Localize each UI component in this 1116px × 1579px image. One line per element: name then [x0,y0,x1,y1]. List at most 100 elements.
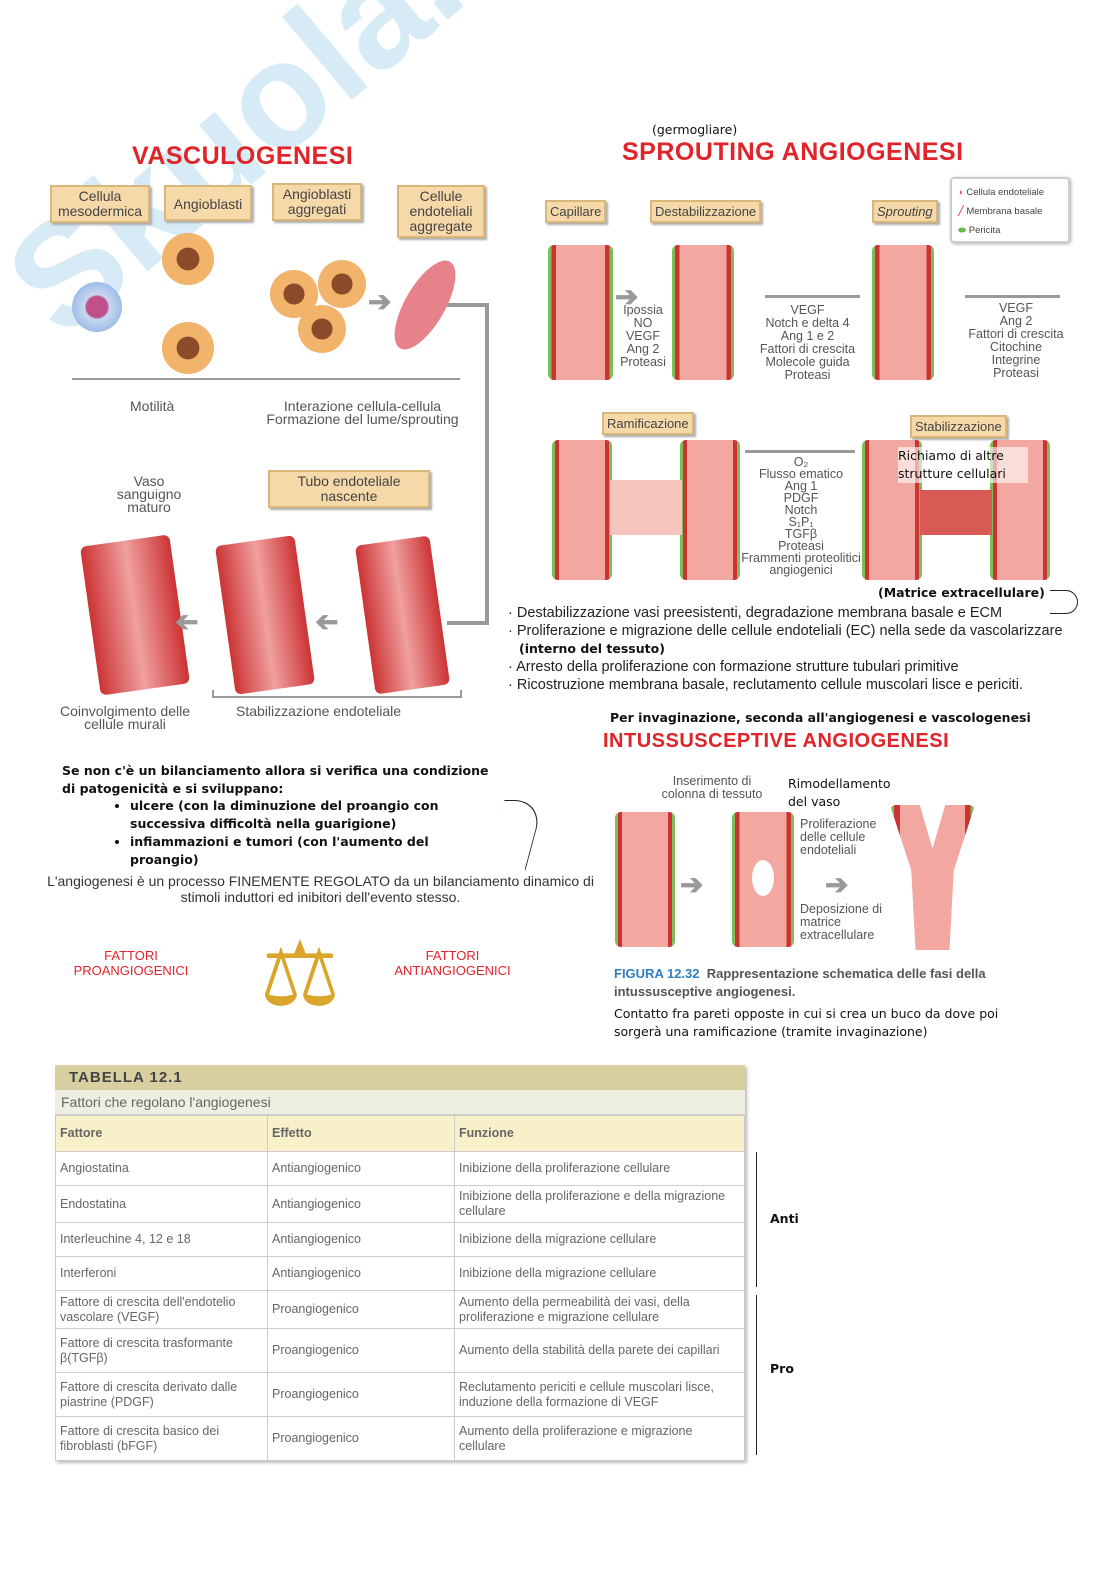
stage-label: Ramificazione [602,412,694,435]
factor: Proteasi [784,368,831,382]
column-header: Effetto [267,1115,455,1152]
factor: VEGF [998,301,1034,315]
membrane-icon: ╱ [958,206,967,217]
factor: TGFβ [784,527,818,541]
stage-label: Angioblasti [164,185,252,221]
cell: Interferoni [55,1256,268,1291]
ecm-note: (Matrice extracellulare) [878,585,1045,600]
cell: Proangiogenico [267,1372,455,1417]
split-vessel [890,805,975,950]
proliferation-label: Proliferazione delle cellule endoteliali [800,817,877,857]
arrow-icon: ➔ [680,869,704,900]
cell: Aumento della permeabilità dei vasi, del… [454,1290,745,1329]
stabilized-vessel [214,535,316,695]
legend-item: ◗ Cellula endoteliale [958,183,1062,202]
bracket-line [212,690,462,698]
factor: Ipossia [623,303,663,317]
factor: Notch [784,503,818,517]
factor: Ang 1 e 2 [780,329,835,343]
interaction-text: Interazione cellula-cellula [283,398,442,414]
cell: Fattore di crescita dell'endotelio vasco… [55,1290,268,1329]
mural-label: Coinvolgimento delle cellule murali [60,703,190,732]
nascent-vessel [354,535,451,695]
factor: Molecole guida [765,355,850,369]
factor: Ang 2 [999,314,1033,328]
column-header: Funzione [454,1115,745,1152]
factor: Proteasi [778,539,824,553]
cell: Proangiogenico [267,1328,455,1373]
stage-label: Destabilizzazione [650,200,762,223]
caption-text: Rappresentazione schematica delle fasi d… [614,966,986,999]
factor: Fattori di crescita [968,327,1064,341]
list-item: ulcere (con la diminuzione del proangio … [130,797,500,833]
stabilization-label: Stabilizzazione endoteliale [236,703,401,719]
figure-number: FIGURA 12.32 [614,966,700,981]
bullet-item: · Proliferazione e migrazione delle cell… [508,623,1063,656]
arrow-line [745,450,855,453]
cell: Angiostatina [55,1151,268,1186]
pro-label: Pro [770,1361,794,1376]
mesodermal-cell [72,282,122,332]
balance-scale-icon: ⚖ [259,925,341,1025]
stage-label: Stabilizzazione [910,415,1007,438]
connection-bridge [920,490,992,535]
factor: Citochine [989,340,1043,354]
nascent-tube-label: Tubo endoteliale nascente [268,470,430,508]
factor: Proteasi [993,366,1039,380]
stage-label: Angioblasti aggregati [272,183,362,221]
legend: ◗ Cellula endoteliale ╱ Membrana basale … [950,177,1070,243]
insert-label: Inserimento di colonna di tessuto [661,774,763,801]
imbalance-note: Se non c'è un bilanciamento allora si ve… [62,763,489,796]
bullet-item: · Destabilizzazione vasi preesistenti, d… [508,605,1003,621]
angioblast-cell [162,233,214,285]
sprouting-bullets: · Destabilizzazione vasi preesistenti, d… [508,604,1098,694]
factor: S₁P₁ [788,515,814,529]
capillary-vessel [548,245,613,380]
bullet-item: · Ricostruzione membrana basale, recluta… [508,677,1023,693]
invagination-note: Per invaginazione, seconda all'angiogene… [610,710,1031,725]
contact-note: Contatto fra pareti opposte in cui si cr… [614,1006,999,1039]
intus-vessel [615,812,675,947]
cell: Inibizione della migrazione cellulare [454,1222,745,1257]
recall-note: Richiamo di altre strutture cellulari [898,447,1028,483]
factor: VEGF [790,303,825,317]
cell: Reclutamento periciti e cellule muscolar… [454,1372,745,1417]
arrow-icon: ➔ [368,286,392,317]
factors-table: TABELLA 12.1 Fattori che regolano l'angi… [55,1065,745,1461]
factor: Integrine [991,353,1041,367]
vasculogenesi-title: VASCULOGENESI [132,142,354,170]
factor: NO [633,316,653,330]
bullet-text: Destabilizzazione vasi preesistenti, deg… [516,605,1003,621]
cell: Inibizione della proliferazione e della … [454,1185,745,1223]
legend-item: ⬬ Pericita [958,221,1062,240]
factor: Frammenti proteolitici angiogenici [741,551,861,577]
table-row: Fattore di crescita derivato dalle piast… [55,1372,745,1417]
arrow-icon: ➔ [825,869,849,900]
factor: Flusso ematico [758,467,844,481]
cell: Fattore di crescita derivato dalle piast… [55,1372,268,1417]
cell: Interleuchine 4, 12 e 18 [55,1222,268,1257]
tissue-column [752,860,774,896]
arrow-icon: ➔ [315,606,339,637]
legend-text: Pericita [968,225,1001,236]
figure-caption: FIGURA 12.32 Rappresentazione schematica… [614,965,994,1001]
branch-bridge [610,480,682,535]
bullet-text: Proliferazione e migrazione delle cellul… [516,623,1063,639]
sprouting-title: SPROUTING ANGIOGENESI [622,138,964,166]
bracket-line [72,378,460,380]
pro-bracket [756,1295,757,1455]
cell: Antiangiogenico [267,1185,455,1223]
motility-label: Motilità [130,398,175,414]
table-subtitle: Fattori che regolano l'angiogenesi [55,1090,745,1115]
mature-vessel-label: Vaso sanguigno maturo [116,473,182,515]
pro-factors-label: FATTORI PROANGIOGENICI [73,948,189,978]
intus-title: INTUSSUSCEPTIVE ANGIOGENESI [603,730,950,752]
bullet-text: Ricostruzione membrana basale, reclutame… [516,677,1023,693]
bullet-note: (interno del tessuto) [519,641,665,656]
cell: Fattore di crescita basico dei fibroblas… [55,1416,268,1461]
